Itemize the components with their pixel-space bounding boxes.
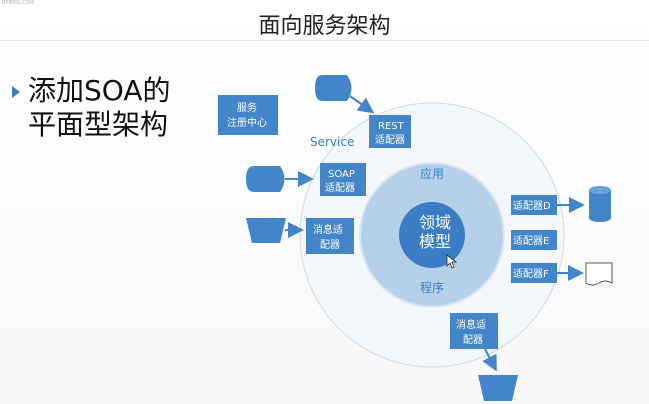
rest-client-shape <box>315 75 352 101</box>
adapter-e-label: 适配器E <box>513 235 549 247</box>
mouse-cursor-icon <box>446 254 458 269</box>
core-line-2: 模型 <box>419 232 451 251</box>
adapter-d-box <box>511 195 557 215</box>
soap-adapter-line-1: SOAP <box>328 169 355 180</box>
rest-adapter-box <box>369 115 411 148</box>
bullet-triangle-icon <box>12 86 20 98</box>
rest-adapter-line-1: REST <box>378 121 405 132</box>
registry-line-2: 注册中心 <box>227 116 267 129</box>
bullet-line-2: 平面型架构 <box>28 108 169 141</box>
message-adapter-bottom-line-2: 配器 <box>463 334 483 346</box>
message-arrow-bottom <box>482 348 497 372</box>
soap-adapter-line-2: 适配器 <box>325 182 355 194</box>
message-adapter-bottom-box <box>450 313 498 349</box>
message-client-shape <box>246 218 286 243</box>
program-label: 程序 <box>420 280 444 295</box>
service-label: Service <box>310 135 354 149</box>
message-adapter-left-line-1: 消息适 <box>313 223 343 236</box>
soap-client-shape <box>246 166 285 192</box>
slide-title: 面向服务架构 <box>258 14 391 39</box>
title-divider <box>0 40 649 41</box>
document-icon <box>585 262 613 286</box>
rest-arrow <box>349 95 375 114</box>
soap-adapter-box <box>320 163 366 196</box>
database-icon <box>589 186 611 222</box>
service-registry-box <box>218 95 278 135</box>
watermark: BPIENG.COM <box>2 0 35 6</box>
adapter-e-box <box>511 230 557 250</box>
domain-model-core <box>399 202 465 268</box>
message-adapter-bottom-line-1: 消息适 <box>456 318 486 331</box>
adapter-f-label: 适配器F <box>513 268 549 280</box>
adapter-f-box <box>511 263 557 283</box>
message-adapter-left-box <box>306 218 354 254</box>
message-adapter-left-line-2: 配器 <box>320 239 340 251</box>
bullet-line-1: 添加SOA的 <box>28 74 171 107</box>
rest-adapter-line-2: 适配器 <box>375 134 405 146</box>
core-line-1: 领域 <box>419 213 451 232</box>
message-target-shape <box>478 375 518 401</box>
application-label: 应用 <box>420 166 444 181</box>
registry-line-1: 服务 <box>237 101 257 114</box>
bullet-text: 添加SOA的 平面型架构 <box>28 74 198 142</box>
adapter-d-label: 适配器D <box>513 200 551 212</box>
